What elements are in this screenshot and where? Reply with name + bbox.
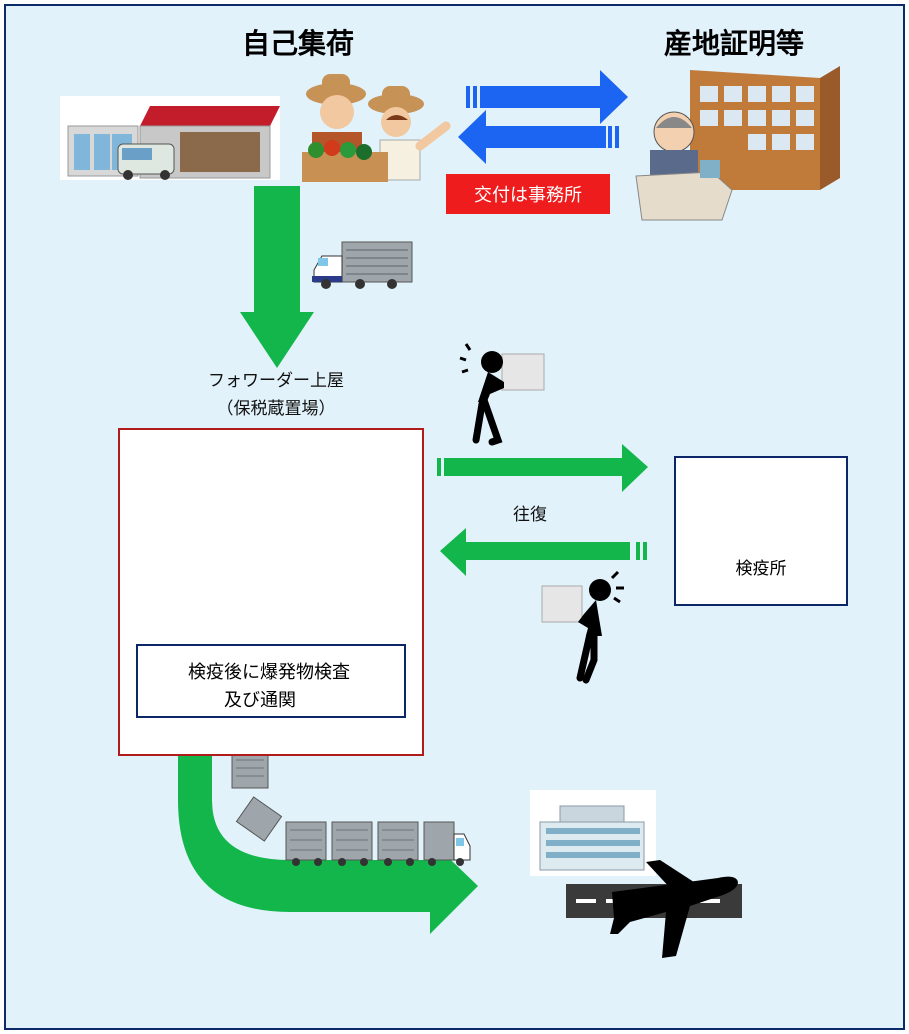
quarantine-box: 検疫所 [674,456,848,606]
person-carrying-box-icon [541,570,624,684]
office-building-icon [635,66,840,221]
green-arrow-down [240,186,314,368]
green-arrow-left [440,528,647,576]
inspection-line2: 及び通関 [224,690,296,711]
quarantine-label: 検疫所 [735,559,787,579]
inspection-box: 検疫後に爆発物検査 及び通関 [136,644,406,718]
certificate-title: 産地証明等 [664,27,805,60]
round-trip-label: 往復 [513,505,547,525]
airplane-icon [566,860,742,958]
blue-arrow-right [466,70,628,124]
inspection-line1: 検疫後に爆発物検査 [188,662,350,683]
store-icon [60,96,280,180]
collection-title: 自己集荷 [242,27,355,60]
airport-building-icon [530,790,656,876]
blue-arrow-left [458,110,619,164]
person-carrying-box-icon [459,343,545,446]
green-arrow-right [437,444,648,492]
farmers-icon [302,74,451,182]
bonded-warehouse-label: （保税蔵置場） [216,399,336,419]
issuance-badge: 交付は事務所 [446,174,610,214]
truck-icon [312,241,413,289]
trailer-truck-icon [231,751,471,866]
forwarder-label: フォワーダー上屋 [208,371,344,391]
